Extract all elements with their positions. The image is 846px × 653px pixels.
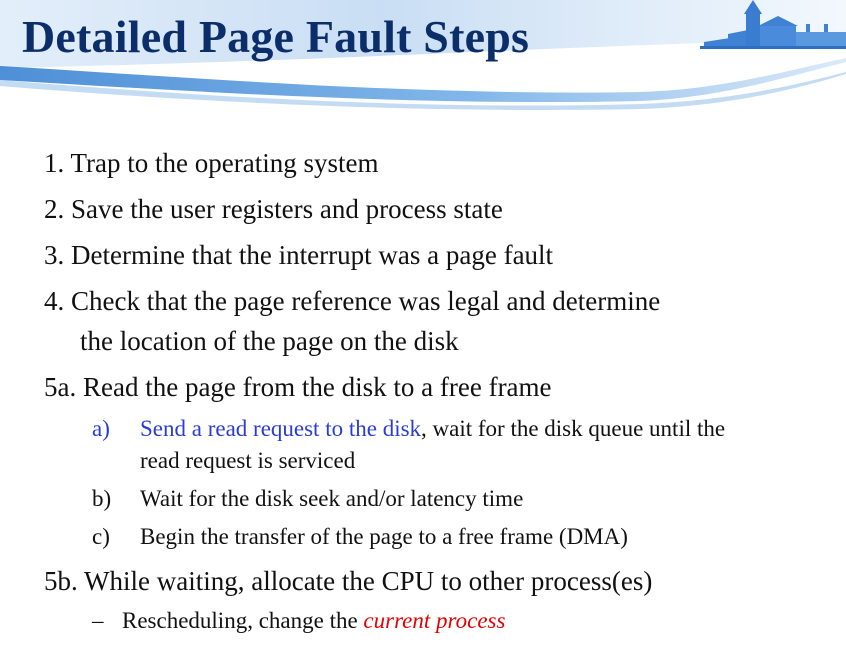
step-item: 3. Determine that the interrupt was a pa… [44, 240, 553, 271]
substep-item: b) Wait for the disk seek and/or latency … [92, 486, 523, 512]
substep-text: Wait for the disk seek and/or latency ti… [140, 486, 524, 511]
step-item: 5a. Read the page from the disk to a fre… [44, 372, 552, 403]
substep-number: c) [92, 524, 110, 549]
step-number: 3. [44, 240, 65, 270]
substep-number: a) [92, 416, 110, 441]
substep-highlight-text: current process [363, 608, 506, 633]
step-text: Save the user registers and process stat… [71, 194, 503, 224]
step-item: 4. Check that the page reference was leg… [44, 286, 660, 317]
step-number: 5a. [44, 372, 77, 402]
substep-text: Begin the transfer of the page to a free… [140, 524, 628, 549]
substep-text: , wait for the disk queue until the [421, 416, 726, 441]
substep-text: Rescheduling, change the [122, 608, 364, 633]
step-number: 4. [44, 286, 65, 316]
step-text: Check that the page reference was legal … [71, 286, 661, 316]
substep-item: –Rescheduling, change the current proces… [92, 608, 505, 634]
step-text: Trap to the operating system [70, 148, 379, 178]
step-text: Read the page from the disk to a free fr… [82, 372, 552, 402]
substep-number: b) [92, 486, 112, 511]
step-number: 1. [44, 148, 65, 178]
substep-item: c) Begin the transfer of the page to a fr… [92, 524, 628, 550]
step-number: 5b. [44, 566, 78, 596]
step-text: Determine that the interrupt was a page … [71, 240, 554, 270]
step-item: 5b. While waiting, allocate the CPU to o… [44, 566, 652, 597]
step-text: While waiting, allocate the CPU to other… [84, 566, 653, 596]
header-band [0, 0, 846, 110]
dash-bullet: – [92, 608, 104, 633]
substep-highlight-text: Send a read request to the disk [140, 416, 422, 441]
step-item: 2. Save the user registers and process s… [44, 194, 503, 225]
step-text-continuation: the location of the page on the disk [80, 326, 459, 356]
slide-title: Detailed Page Fault Steps [22, 11, 530, 62]
substep-item: a) Send a read request to the disk, wait … [92, 416, 725, 442]
step-number: 2. [44, 194, 65, 224]
step-item: 1. Trap to the operating system [44, 148, 378, 179]
university-building-icon [700, 0, 846, 49]
substep-text-continuation: read request is serviced [140, 448, 356, 473]
